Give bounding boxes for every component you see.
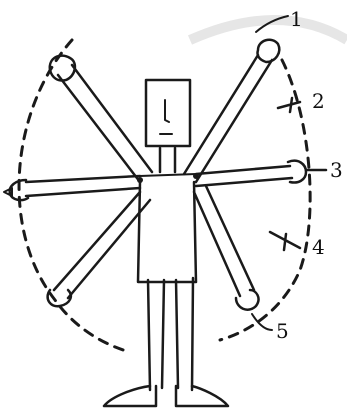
legs [148,278,193,390]
shoulder-line [140,174,196,176]
leader-lines [252,16,326,330]
neck [160,148,175,172]
arm-lower-right [194,186,258,310]
shoulder-joint-left [137,177,143,183]
arm-horizontal-right [196,161,306,186]
head [146,80,190,146]
arm-horizontal-left [4,176,140,200]
callout-label-1: 1 [290,7,303,31]
callout-label-5: 5 [276,319,289,343]
feet [104,386,228,406]
callout-label-4: 4 [312,235,325,259]
callout-label-3: 3 [330,158,343,182]
arm-upper-right [184,40,279,182]
torso [138,182,196,282]
shoulder-joint-right [193,173,199,179]
arm-upper-left [50,56,152,182]
callout-label-2: 2 [312,89,325,113]
arm-lower-left [48,192,150,306]
